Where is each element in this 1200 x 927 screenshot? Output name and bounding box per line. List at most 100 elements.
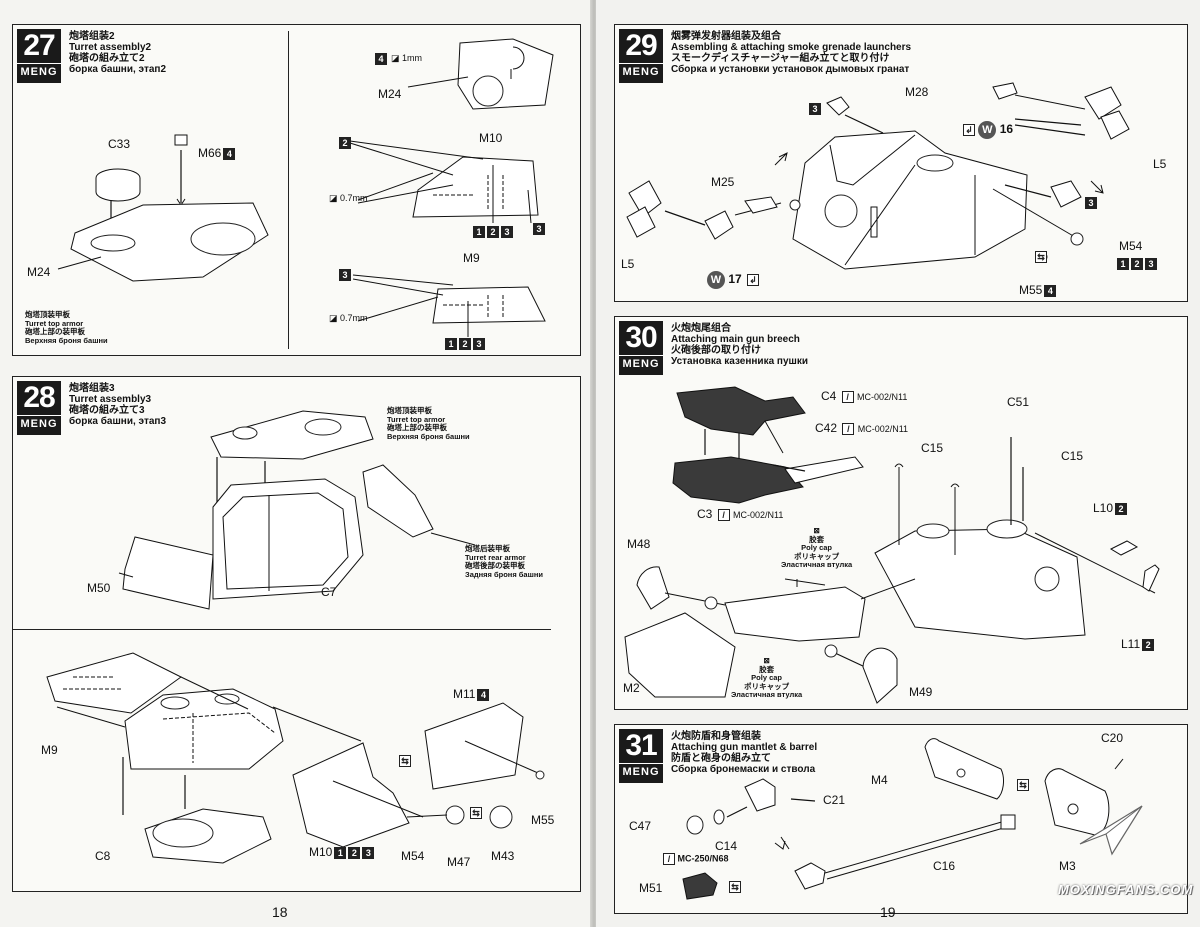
- watermark: MOXINGFANS.COM: [1058, 882, 1194, 897]
- turret-top-plate-drawing: [57, 38, 554, 337]
- label-c21: C21: [823, 793, 846, 807]
- title-ru: Сборка бронемаски и ствола: [671, 764, 816, 775]
- paint-w17-number: 17: [728, 272, 742, 287]
- thickness-text: 0.7mm: [340, 193, 368, 203]
- brand-logo: MENG: [619, 355, 663, 372]
- paint-code-badge: 1: [473, 225, 485, 238]
- label-m55-text: M55: [1019, 283, 1043, 297]
- gun-breech-drawing: [624, 386, 1160, 704]
- label-m25: M25: [711, 175, 735, 189]
- brush-icon: /: [841, 390, 854, 403]
- note-en: Turret rear armor: [465, 552, 526, 562]
- title-cn: 火炮炮尾组合: [671, 323, 731, 334]
- note-cn: 炮塔顶装甲板: [25, 310, 70, 319]
- paint-w-icon: W: [707, 271, 725, 289]
- right-page: 29 MENG 烟雾弹发射器组装及组合 Assembling & attachi…: [596, 0, 1200, 927]
- label-m51: M51: [639, 881, 663, 895]
- brand-logo: MENG: [619, 63, 663, 80]
- title-jp: 砲塔の組み立て3: [69, 405, 145, 416]
- label-m24-right: M24: [378, 87, 402, 101]
- note-en: Turret top armor: [25, 318, 84, 328]
- polycap-en: Poly cap: [751, 673, 783, 682]
- title-en: Attaching main gun breech: [671, 334, 800, 345]
- paint-code: MC-002/N11: [857, 424, 909, 434]
- step-30-title: 火炮炮尾组合 Attaching main gun breech 火砲後部の取り…: [671, 323, 808, 367]
- polycap-note-1: ⊠ 胶套 Poly cap ポリキャップ Эластичная втулка: [781, 526, 853, 570]
- paint-code-badge: 3: [533, 223, 545, 235]
- paint-code-badge: 3: [1145, 257, 1157, 270]
- title-jp: スモークディスチャージャー組み立てと取り付け: [671, 53, 890, 64]
- paint-code-badge: 2: [1131, 257, 1143, 270]
- watermark-logo-icon: [1079, 805, 1143, 856]
- step-28-panel: 28 MENG 炮塔组装3 Turret assembly3 砲塔の組み立て3 …: [12, 376, 581, 892]
- turret-rear-note: 炮塔后装甲板 Turret rear armor 砲塔後部の装甲板 Задняя…: [465, 544, 543, 579]
- swap-icon: ⇆: [399, 755, 411, 767]
- label-c7: C7: [321, 585, 337, 599]
- label-l11-text: L11: [1121, 637, 1141, 651]
- thickness-1mm: ◪ 1mm: [391, 53, 422, 64]
- paint-code-badge: 4: [1044, 284, 1057, 297]
- polycap-ru: Эластичная втулка: [781, 560, 853, 569]
- swap-icon: ⇆: [1035, 251, 1047, 263]
- note-cn: 炮塔后装甲板: [465, 544, 510, 553]
- paint-code-badge: 3: [501, 225, 513, 238]
- note-jp: 砲塔後部の装甲板: [465, 561, 525, 570]
- paint-code-badge: 3: [1085, 197, 1097, 209]
- note-cn: 炮塔顶装甲板: [387, 406, 432, 415]
- polycap-jp: ポリキャップ: [744, 681, 790, 691]
- step-31-title: 火炮防盾和身管组装 Attaching gun mantlet & barrel…: [671, 731, 817, 775]
- polycap-en: Poly cap: [801, 543, 833, 552]
- step-27-title: 炮塔组装2 Turret assembly2 砲塔の組み立て2 борка ба…: [69, 31, 166, 75]
- label-m49: M49: [909, 685, 933, 699]
- paint-code-badge: 2: [459, 337, 471, 350]
- label-c15-right: C15: [1061, 449, 1084, 463]
- brand-logo: MENG: [17, 415, 61, 432]
- label-l10-text: L10: [1093, 501, 1114, 515]
- note-ru: Верхняя броня башни: [387, 431, 470, 441]
- step-28-number: 28 MENG: [17, 381, 61, 435]
- step-27-note: 炮塔顶装甲板 Turret top armor 砲塔上部の装甲板 Верхняя…: [25, 310, 108, 345]
- glue-icon: ↲: [747, 274, 760, 286]
- label-l5-left: L5: [621, 257, 635, 271]
- polycap-cn: 胶套: [809, 534, 825, 544]
- label-m54: M54: [401, 849, 425, 863]
- title-en: Turret assembly3: [69, 394, 152, 405]
- label-m28: M28: [905, 85, 929, 99]
- paint-code-badge: 1: [1117, 257, 1129, 270]
- page-number-right: 19: [880, 904, 896, 920]
- step-30-panel: 30 MENG 火炮炮尾组合 Attaching main gun breech…: [614, 316, 1188, 710]
- smoke-launcher-drawing: [626, 82, 1130, 270]
- paint-code-badge: 3: [473, 337, 485, 350]
- polycap-icon: ⊠: [813, 526, 820, 535]
- label-m10-text: M10: [309, 845, 333, 859]
- label-m50: M50: [87, 581, 111, 595]
- label-c20: C20: [1101, 731, 1124, 745]
- knife-icon: ◪: [329, 193, 341, 203]
- title-ru: Сборка и установки установок дымовых гра…: [671, 64, 910, 75]
- title-en: Attaching gun mantlet & barrel: [671, 742, 818, 753]
- step-29-panel: 29 MENG 烟雾弹发射器组装及组合 Assembling & attachi…: [614, 24, 1188, 302]
- title-en: Assembling & attaching smoke grenade lau…: [671, 42, 912, 53]
- label-c42: C42 / MC-002/N11: [815, 421, 908, 435]
- label-c14: C14: [715, 839, 738, 853]
- step-27-panel: 27 MENG 炮塔组装2 Turret assembly2 砲塔の組み立て2 …: [12, 24, 581, 356]
- note-ru: Задняя броня башни: [465, 569, 543, 579]
- paint-w16-number: 16: [999, 122, 1014, 137]
- page-number-left: 18: [272, 904, 288, 920]
- step-30-number: 30 MENG: [619, 321, 663, 375]
- note-jp: 砲塔上部の装甲板: [25, 327, 85, 336]
- paint-code-badge: 2: [1142, 638, 1155, 651]
- paint-mc250: / MC-250/N68: [661, 853, 729, 865]
- paint-code-badge: 2: [348, 846, 361, 859]
- label-m55: M55: [531, 813, 555, 827]
- title-ru: борка башни, этап2: [69, 64, 167, 75]
- swap-icon: ⇆: [729, 881, 741, 893]
- step-number: 31: [625, 729, 657, 762]
- note-en: Turret top armor: [387, 414, 446, 424]
